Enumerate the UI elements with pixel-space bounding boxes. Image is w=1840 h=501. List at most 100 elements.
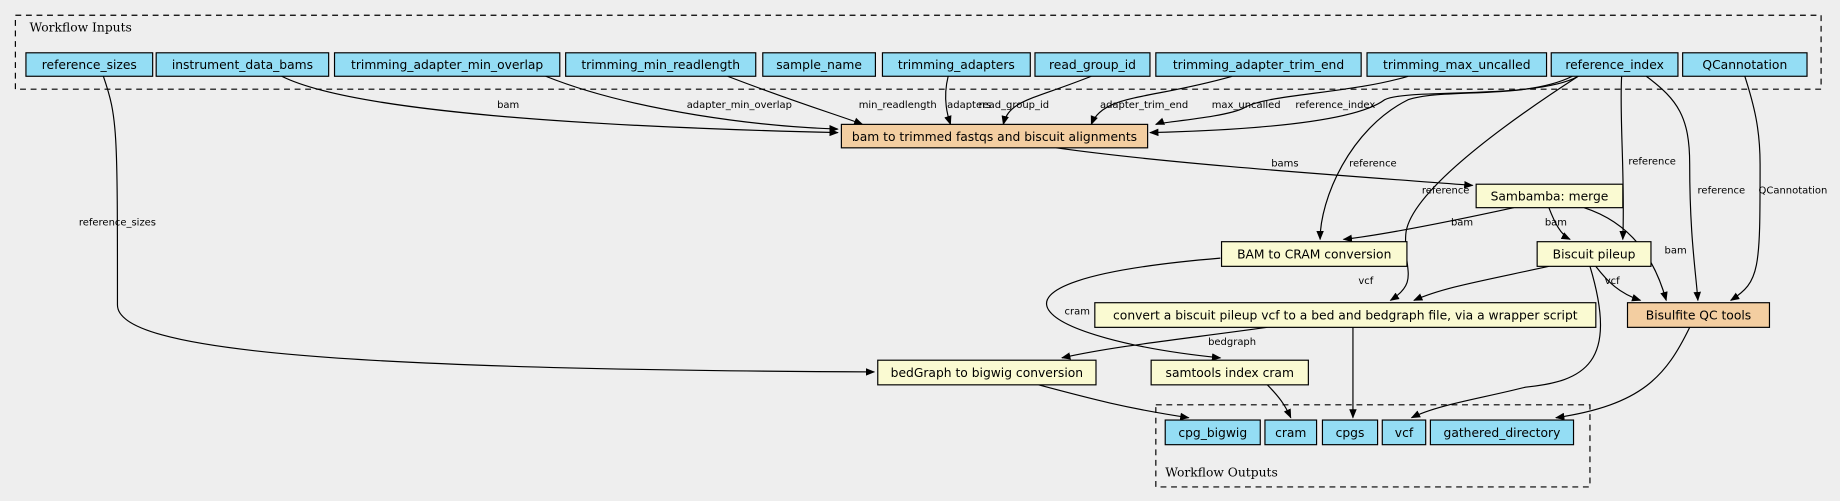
node-label: instrument_data_bams (172, 58, 313, 72)
edge-label: bams (1271, 159, 1298, 170)
node-box (1366, 52, 1548, 77)
edge-label: adapter_trim_end (1100, 100, 1188, 111)
node-box (1626, 302, 1771, 328)
edge-label: bam (1451, 217, 1473, 228)
workflow-outputs-cluster (1155, 404, 1591, 488)
node-box (1550, 52, 1679, 77)
edge-reference_index-to-biscuit_pileup (1619, 76, 1627, 241)
node-label: samtools index cram (1166, 366, 1294, 380)
node-biscuit-pileup[interactable]: Biscuit pileup (1536, 241, 1652, 267)
edge-biscuit_pileup-to-vcf (1410, 266, 1602, 419)
node-instrument-data-bams[interactable]: instrument_data_bams (155, 52, 330, 77)
node-label: cpg_bigwig (1178, 426, 1247, 440)
node-label: bam to trimmed fastqs and biscuit alignm… (852, 130, 1137, 144)
edge-trimming_adapter_trim_end-to-bam_to_trimmed (1090, 75, 1233, 126)
edge-label: reference_sizes (79, 217, 156, 228)
node-box (333, 52, 561, 77)
node-label: trimming_adapter_min_overlap (351, 58, 543, 72)
node-label: trimming_max_uncalled (1383, 58, 1530, 72)
edge-label: bedgraph (1208, 337, 1256, 348)
edge-bedgraph_to_bigwig-to-cpg_bigwig (1038, 384, 1190, 421)
node-box (1220, 241, 1408, 267)
node-convert-vcf[interactable]: convert a biscuit pileup vcf to a bed an… (1094, 302, 1597, 328)
edge-reference_index-to-convert_vcf (1389, 75, 1579, 301)
edge-label: max_uncalled (1212, 100, 1281, 111)
node-cpg-bigwig[interactable]: cpg_bigwig (1164, 419, 1261, 446)
node-box (1150, 359, 1309, 386)
edge-label: min_readlength (859, 100, 937, 111)
edge-label: vcf (1605, 276, 1620, 287)
node-label: cpgs (1336, 426, 1365, 440)
node-box (1094, 302, 1597, 328)
edge-reference_index-to-bam_to_cram (1316, 75, 1573, 241)
node-read-group-id[interactable]: read_group_id (1034, 52, 1151, 77)
node-box (155, 52, 330, 77)
node-label: reference_sizes (42, 58, 137, 72)
edge-label: bam (1665, 245, 1687, 256)
workflow-inputs-label: Workflow Inputs (29, 21, 131, 35)
node-label: QCannotation (1702, 58, 1787, 72)
node-bam-to-cram[interactable]: BAM to CRAM conversion (1220, 241, 1408, 267)
node-box (565, 52, 757, 77)
node-label: Sambamba: merge (1491, 190, 1609, 204)
edge-trimming_min_readlength-to-bam_to_trimmed (727, 75, 864, 125)
node-label: convert a biscuit pileup vcf to a bed an… (1113, 309, 1578, 323)
node-label: Bisulfite QC tools (1646, 309, 1751, 323)
node-cpgs[interactable]: cpgs (1321, 419, 1379, 446)
node-trimming-adapters[interactable]: trimming_adapters (881, 52, 1031, 77)
edge-trimming_max_uncalled-to-bam_to_trimmed (1154, 75, 1409, 125)
edge-sambamba-to-bam_to_cram (1342, 207, 1514, 243)
node-label: trimming_min_readlength (581, 58, 740, 72)
node-box (877, 359, 1097, 386)
edge-trimming_adapter_min_overlap-to-bam_to_trimmed (545, 75, 839, 133)
workflow-outputs-label: Workflow Outputs (1165, 465, 1278, 479)
edge-biscuit_pileup-to-convert_vcf (1413, 265, 1550, 301)
edge-label: vcf (1358, 276, 1373, 287)
node-reference-sizes[interactable]: reference_sizes (25, 52, 154, 77)
node-bisulfite-qc[interactable]: Bisulfite QC tools (1626, 302, 1771, 328)
node-box (1264, 419, 1318, 446)
edge-label: reference (1349, 159, 1397, 170)
edge-label: bam (497, 100, 519, 111)
edge-label: reference (1422, 186, 1470, 197)
edge-trimming_adapters-to-bam_to_trimmed (944, 76, 952, 126)
edge-read_group_id-to-bam_to_trimmed (1001, 75, 1092, 126)
node-sambamba[interactable]: Sambamba: merge (1475, 183, 1624, 209)
node-box (840, 123, 1149, 149)
node-sample-name[interactable]: sample_name (762, 52, 877, 77)
node-trimming-adapter-trim-end[interactable]: trimming_adapter_trim_end (1155, 52, 1362, 77)
edge-bam_to_trimmed-to-sambamba (1056, 147, 1474, 189)
node-vcf[interactable]: vcf (1381, 419, 1427, 446)
node-label: BAM to CRAM conversion (1237, 248, 1391, 262)
node-samtools-index[interactable]: samtools index cram (1150, 359, 1309, 386)
edge-biscuit_pileup-to-bisulfite_qc (1595, 265, 1642, 302)
edge-samtools_index-to-cram (1266, 384, 1292, 419)
node-box (1429, 419, 1575, 446)
node-trimming-adapter-min-overlap[interactable]: trimming_adapter_min_overlap (333, 52, 561, 77)
node-bam-to-trimmed[interactable]: bam to trimmed fastqs and biscuit alignm… (840, 123, 1149, 149)
edge-label: cram (1065, 306, 1090, 317)
workflow-inputs-cluster (14, 14, 1822, 90)
edge-convert_vcf-to-bedgraph_to_bigwig (1061, 326, 1268, 360)
edge-label: reference (1698, 186, 1746, 197)
node-label: trimming_adapters (898, 58, 1015, 72)
node-bedgraph-to-bigwig[interactable]: bedGraph to bigwig conversion (877, 359, 1097, 386)
node-box (1034, 52, 1151, 77)
node-box (762, 52, 877, 77)
node-trimming-max-uncalled[interactable]: trimming_max_uncalled (1366, 52, 1548, 77)
node-gathered-directory[interactable]: gathered_directory (1429, 419, 1575, 446)
node-label: vcf (1395, 426, 1414, 440)
node-label: trimming_adapter_trim_end (1173, 58, 1344, 72)
edge-label: bam (1545, 217, 1567, 228)
edge-label: read_group_id (979, 100, 1049, 111)
node-label: bedGraph to bigwig conversion (891, 366, 1083, 380)
edge-label: reference_index (1295, 100, 1375, 111)
node-box (1682, 52, 1808, 77)
edge-bam_to_cram-to-samtools_index (1045, 257, 1222, 361)
node-reference-index[interactable]: reference_index (1550, 52, 1679, 77)
node-trimming-min-readlength[interactable]: trimming_min_readlength (565, 52, 757, 77)
node-cram[interactable]: cram (1264, 419, 1318, 446)
node-label: sample_name (776, 58, 862, 72)
node-QCannotation[interactable]: QCannotation (1682, 52, 1808, 77)
